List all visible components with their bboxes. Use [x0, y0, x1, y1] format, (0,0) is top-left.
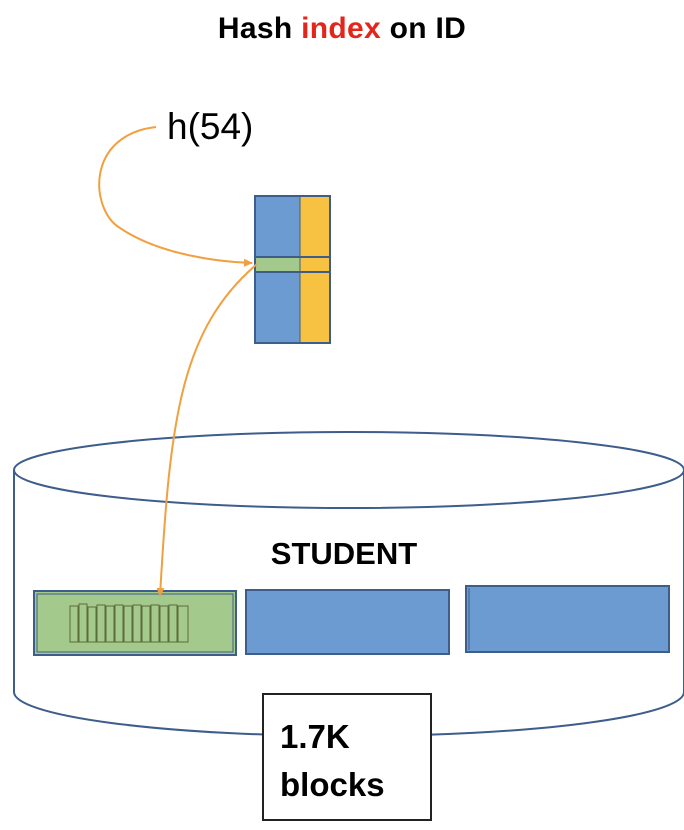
record-slots	[69, 603, 189, 643]
hash-to-bucket-arrow	[98, 126, 253, 267]
title-highlight: index	[301, 12, 381, 45]
data-block-2	[245, 589, 450, 655]
diagram-title: Hash index on ID	[0, 12, 684, 46]
title-part-2: on ID	[380, 12, 467, 45]
selected-bucket-key	[255, 257, 300, 272]
block-count-value: 1.7K	[280, 718, 350, 755]
cylinder-top	[13, 431, 684, 509]
block-count-unit: blocks	[280, 766, 385, 803]
data-block-3	[465, 585, 670, 653]
title-part-1: Hash	[217, 12, 302, 45]
data-block-1	[33, 590, 237, 656]
hash-function-label: h(54)	[167, 106, 254, 147]
selected-bucket-pointer	[300, 257, 330, 272]
block-count-box: 1.7K blocks	[262, 693, 432, 821]
student-table-cylinder	[13, 431, 684, 737]
bucket-to-block-arrow	[156, 263, 258, 597]
table-name-label: STUDENT	[270, 536, 418, 571]
hash-index-buckets	[254, 195, 331, 344]
